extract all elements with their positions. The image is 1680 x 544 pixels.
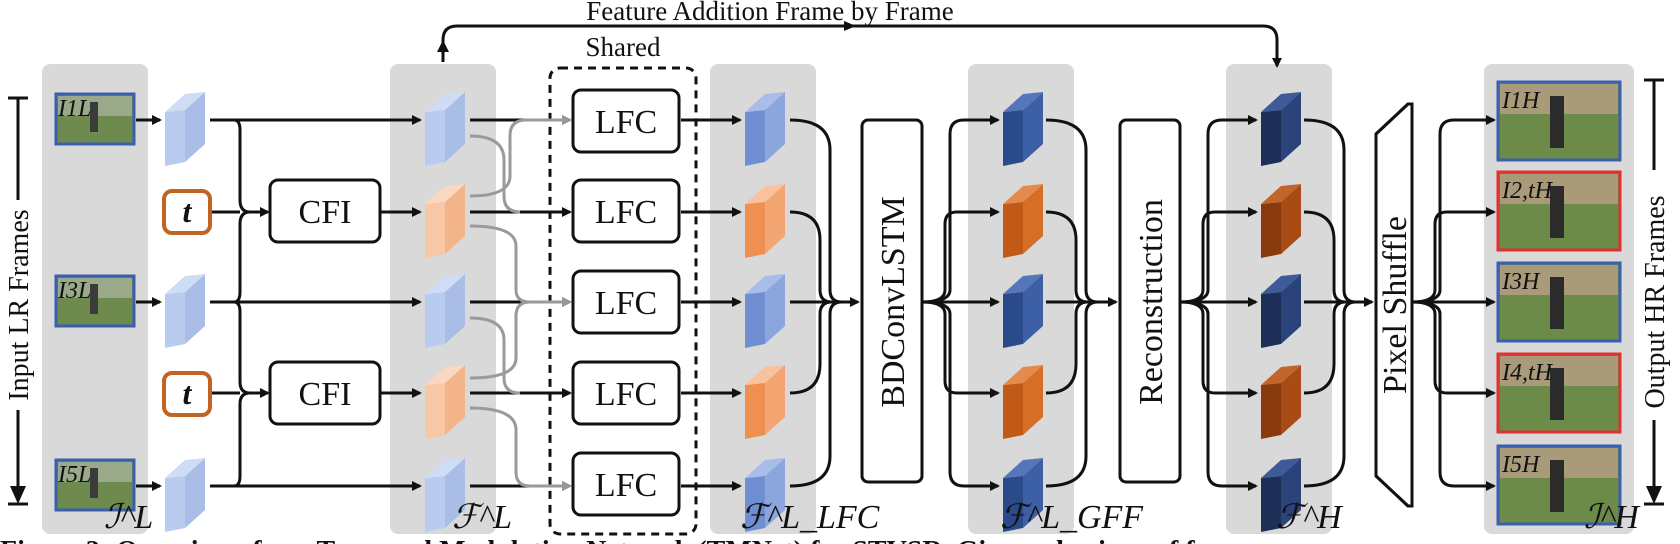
tall-modules: BDConvLSTM Reconstruction Pixel Shuffle xyxy=(860,102,1414,508)
output-frame-3-label: I3H xyxy=(1501,269,1541,295)
lfc-modules: LFC LFC LFC LFC LFC xyxy=(571,88,681,517)
lfc-feature-cube-1 xyxy=(745,92,785,166)
lfc-box-5 xyxy=(571,451,681,517)
right-axis: Output HR Frames xyxy=(1640,78,1671,506)
input-frame-3: I3L xyxy=(54,274,136,328)
cfi-box-2-label: CFI xyxy=(299,376,352,413)
left-axis-label: Input LR Frames xyxy=(4,209,35,400)
shared-label: Shared xyxy=(586,32,661,62)
t-token-2 xyxy=(162,371,212,417)
stage-label-lfc: ℱ^L_LFC xyxy=(740,499,880,536)
cfi-box-1-label: CFI xyxy=(299,194,352,231)
lfc-box-4-label: LFC xyxy=(595,376,657,413)
t-token-2-label: t xyxy=(183,375,193,411)
output-frame-1-label: I1H xyxy=(1501,88,1541,114)
figure-caption: Figure 2: Overview of our Temporal Modul… xyxy=(0,536,1268,544)
stage-labels: ℐ^L ℱ^L ℱ^L_LFC ℱ^L_GFF ℱ^H ℐ^H xyxy=(104,499,1641,536)
lfc-feature-cube-2 xyxy=(745,184,785,258)
output-frame-2-label: I2,tH xyxy=(1501,178,1554,204)
input-frame-1: I1L xyxy=(54,92,136,146)
lfc-box-5-label: LFC xyxy=(595,467,657,504)
high-feature-cube-2 xyxy=(1261,184,1301,258)
feature-addition-label: Feature Addition Frame by Frame xyxy=(586,0,953,26)
feature-cube-4 xyxy=(425,365,465,439)
lfc-box-1-label: LFC xyxy=(595,104,657,141)
output-frame-3: I3H xyxy=(1496,261,1622,343)
lfc-box-3 xyxy=(571,269,681,335)
gff-feature-cube-2 xyxy=(1003,184,1043,258)
bdconvlstm-label: BDConvLSTM xyxy=(875,196,912,408)
t-tokens: t t xyxy=(162,189,212,417)
high-feature-cube-3 xyxy=(1261,274,1301,348)
t-token-1-label: t xyxy=(183,193,193,229)
lfc-box-4 xyxy=(571,360,681,426)
feature-cube-5 xyxy=(425,458,465,532)
reconstruction-label: Reconstruction xyxy=(1133,199,1170,405)
stage-label-output: ℐ^H xyxy=(1584,499,1641,536)
neighbor-connections xyxy=(469,115,572,491)
input-frame-5: I5L xyxy=(54,458,136,512)
lfc-box-2 xyxy=(571,178,681,244)
pixel-shuffle-label: Pixel Shuffle xyxy=(1377,216,1414,394)
feature-cubes xyxy=(165,92,1301,532)
output-frame-5: I5H xyxy=(1496,444,1622,526)
left-axis: Input LR Frames xyxy=(4,96,35,506)
input-frames: I1L I3L I5L xyxy=(54,92,136,512)
gff-feature-cube-4 xyxy=(1003,365,1043,439)
gff-feature-cube-5 xyxy=(1003,458,1043,532)
right-axis-label: Output HR Frames xyxy=(1640,195,1671,408)
input-frame-1-label: I1L xyxy=(57,96,91,122)
feature-cube-2 xyxy=(425,184,465,258)
lfc-box-1 xyxy=(571,88,681,154)
output-frame-2: I2,tH xyxy=(1496,170,1622,252)
gff-feature-cube-3 xyxy=(1003,274,1043,348)
input-cube-1 xyxy=(165,92,205,166)
high-feature-cube-1 xyxy=(1261,92,1301,166)
high-feature-cube-5 xyxy=(1261,458,1301,532)
lfc-feature-cube-4 xyxy=(745,365,785,439)
output-frames: I1H I2,tH I3H I4,tH I5H xyxy=(1496,80,1622,526)
input-cube-3 xyxy=(165,274,205,348)
stage-label-features: ℱ^L xyxy=(452,499,512,536)
feature-addition-arrow: Feature Addition Frame by Frame xyxy=(437,0,1282,68)
t-token-1 xyxy=(162,189,212,235)
output-frame-5-label: I5H xyxy=(1501,452,1541,478)
gff-feature-cube-1 xyxy=(1003,92,1043,166)
cfi-modules: CFI CFI xyxy=(268,178,382,426)
lfc-feature-cube-5 xyxy=(745,458,785,532)
input-frame-3-label: I3L xyxy=(57,278,91,304)
lfc-box-3-label: LFC xyxy=(595,285,657,322)
input-frame-5-label: I5L xyxy=(57,462,91,488)
stage-label-input: ℐ^L xyxy=(104,499,153,536)
stage-label-gff: ℱ^L_GFF xyxy=(1000,499,1144,536)
feature-cube-3 xyxy=(425,274,465,348)
connections xyxy=(136,115,1496,491)
output-frame-4-label: I4,tH xyxy=(1501,360,1554,386)
feature-cube-1 xyxy=(425,92,465,166)
input-cube-5 xyxy=(165,458,205,532)
lfc-feature-cube-3 xyxy=(745,274,785,348)
output-frame-1: I1H xyxy=(1496,80,1622,162)
lfc-box-2-label: LFC xyxy=(595,194,657,231)
output-frame-4: I4,tH xyxy=(1496,352,1622,434)
stage-label-high: ℱ^H xyxy=(1276,499,1344,536)
high-feature-cube-4 xyxy=(1261,365,1301,439)
